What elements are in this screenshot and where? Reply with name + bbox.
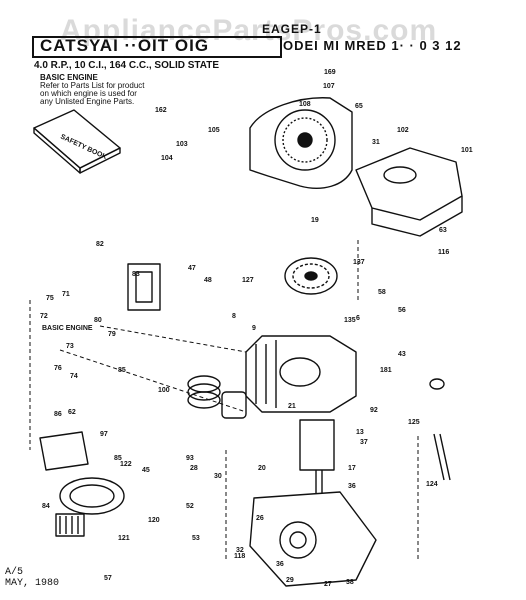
leader-lines (29, 240, 419, 560)
callout-number: 137 (353, 259, 365, 266)
callout-number: 19 (311, 217, 319, 224)
title-box (32, 36, 282, 58)
callout-number: 84 (42, 503, 50, 510)
callout-number: 105 (208, 127, 220, 134)
callout-number: 75 (46, 295, 54, 302)
callout-number: 118 (234, 553, 245, 560)
mounting-bracket (39, 431, 89, 471)
callout-number: 104 (161, 155, 173, 162)
oil-fill-tube (429, 378, 451, 481)
basic-engine-note-line: Refer to Parts List for product (40, 81, 145, 90)
basic-engine-note: BASIC ENGINE Refer to Parts List for pro… (40, 74, 145, 106)
callout-number: 72 (40, 313, 48, 320)
callout-number: 6 (356, 315, 360, 322)
callout-number: 13 (356, 429, 364, 436)
callout-number: 103 (176, 141, 188, 148)
blower-housing (249, 97, 353, 189)
safety-book-illustration (33, 109, 121, 174)
callout-number: 20 (258, 465, 266, 472)
callout-number: 8 (232, 313, 236, 320)
callout-number: 169 (324, 69, 336, 76)
callout-number: 97 (100, 431, 108, 438)
basic-engine-label: BASIC ENGINE (42, 325, 93, 332)
callout-number: 71 (62, 291, 70, 298)
callout-number: 107 (323, 83, 335, 90)
callout-number: 135 (344, 317, 356, 324)
callout-number: 37 (360, 439, 368, 446)
callout-number: 116 (438, 249, 449, 256)
callout-number: 48 (204, 277, 212, 284)
callout-number: 82 (96, 241, 104, 248)
basic-engine-note-title: BASIC ENGINE (40, 73, 98, 82)
header-model-number: ODEI MI MRED 1· · 0 3 12 (283, 38, 462, 53)
callout-number: 57 (104, 575, 112, 582)
engine-base-sump (249, 491, 377, 587)
callout-number: 83 (132, 271, 140, 278)
callout-number: 30 (214, 473, 222, 480)
callout-number: 27 (324, 581, 332, 588)
callout-number: 121 (118, 535, 130, 542)
callout-number: 32 (236, 547, 244, 554)
watermark: AppliancePartsPros.com (60, 14, 438, 47)
footer-line-2: MAY, 1980 (5, 578, 60, 589)
callout-number: 65 (355, 103, 363, 110)
callout-number: 63 (439, 227, 447, 234)
callout-number: 53 (192, 535, 200, 542)
callout-number: 36 (348, 483, 356, 490)
air-filter (55, 477, 125, 537)
callout-number: 28 (190, 465, 198, 472)
callout-number: 125 (408, 419, 420, 426)
callout-number: 38 (346, 579, 354, 586)
callout-number: 85 (114, 455, 122, 462)
engine-spec-line: 4.0 R.P., 10 C.I., 164 C.C., SOLID STATE (34, 60, 220, 71)
callout-number: 45 (142, 467, 150, 474)
basic-engine-note-line: any Unlisted Engine Parts. (40, 97, 135, 106)
callout-number: 100 (158, 387, 170, 394)
callout-number: 85 (118, 367, 126, 374)
callout-number: 102 (397, 127, 409, 134)
callout-number: 120 (148, 517, 160, 524)
callout-number: 92 (370, 407, 378, 414)
callout-number: 86 (54, 411, 62, 418)
callout-number: 181 (380, 367, 392, 374)
callout-number: 31 (372, 139, 380, 146)
footer-line-1: A/5 (5, 567, 24, 578)
callout-number: 122 (120, 461, 132, 468)
callout-number: 43 (398, 351, 406, 358)
basic-engine-note-line: on which engine is used for (40, 89, 137, 98)
header-left-title: CATSYAI ··OIT OIG (40, 36, 210, 55)
callout-number: 62 (68, 409, 76, 416)
callout-number: 127 (242, 277, 254, 284)
fuel-tank (355, 147, 463, 237)
callout-number: 76 (54, 365, 62, 372)
callout-number: 80 (94, 317, 102, 324)
callout-number: 58 (378, 289, 386, 296)
callout-number: 26 (256, 515, 264, 522)
callout-number: 17 (348, 465, 356, 472)
callout-number: 74 (70, 373, 78, 380)
callout-number: 21 (288, 403, 296, 410)
piston-assembly (187, 375, 247, 419)
cylinder-block (245, 335, 357, 413)
callout-number: 36 (276, 561, 284, 568)
callout-number: 93 (186, 455, 194, 462)
callout-number: 108 (299, 101, 311, 108)
callout-number: 52 (186, 503, 194, 510)
callout-number: 56 (398, 307, 406, 314)
callout-number: 162 (155, 107, 167, 114)
callout-number: 47 (188, 265, 196, 272)
callout-number: 29 (286, 577, 294, 584)
carburetor (127, 263, 161, 311)
footer-revision: A/5 MAY, 1980 (5, 567, 59, 589)
callout-number: 73 (66, 343, 74, 350)
callout-number: 79 (108, 331, 116, 338)
callout-number: 124 (426, 481, 438, 488)
header-top-code: EAGEP-1 (262, 22, 322, 36)
callout-number: 101 (461, 147, 473, 154)
flywheel (284, 257, 338, 295)
callout-number: 9 (252, 325, 256, 332)
